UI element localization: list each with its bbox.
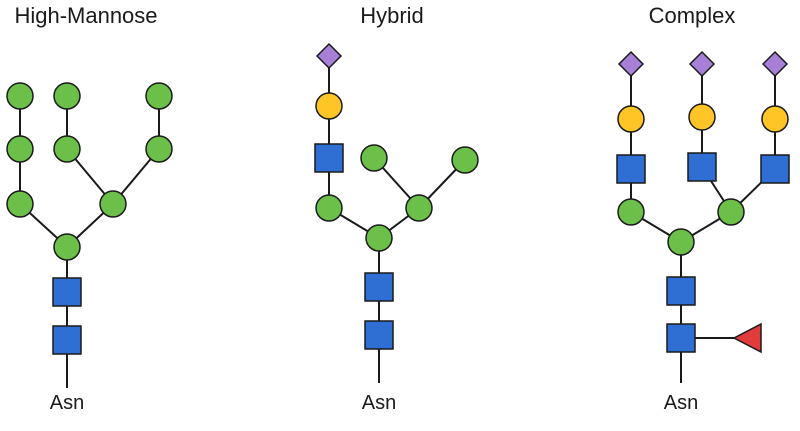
mannose-circle [365, 224, 393, 252]
glcnac-square [760, 154, 790, 184]
sialic-acid-diamond [315, 42, 343, 70]
galactose-circle [761, 105, 789, 133]
glcnac-square [616, 154, 646, 184]
mannose-circle [451, 146, 479, 174]
glcnac-square [666, 323, 696, 353]
glycan-high-mannose: High-Mannose Asn [6, 3, 173, 414]
residues [314, 42, 479, 350]
glcnac-square [52, 325, 82, 355]
bonds [328, 56, 466, 383]
mannose-circle [53, 233, 81, 261]
glycan-title: Complex [649, 3, 736, 28]
sialic-acid-diamond [761, 50, 789, 78]
galactose-circle [315, 92, 343, 120]
bonds [19, 96, 160, 388]
glcnac-square [666, 276, 696, 306]
mannose-circle [6, 82, 34, 110]
mannose-circle [145, 135, 173, 163]
glcnac-square [314, 143, 344, 173]
mannose-circle [53, 135, 81, 163]
mannose-circle [315, 194, 343, 222]
mannose-circle [667, 228, 695, 256]
mannose-circle [360, 144, 388, 172]
asn-label: Asn [664, 392, 698, 414]
asn-label: Asn [50, 392, 84, 414]
glcnac-square [687, 152, 717, 182]
fucose-triangle [732, 322, 762, 354]
mannose-circle [53, 82, 81, 110]
galactose-circle [617, 105, 645, 133]
glcnac-square [364, 320, 394, 350]
mannose-circle [145, 82, 173, 110]
mannose-circle [717, 198, 745, 226]
asn-label: Asn [362, 392, 396, 414]
glcnac-square [52, 277, 82, 307]
mannose-circle [405, 194, 433, 222]
glycan-title: Hybrid [360, 3, 424, 28]
sialic-acid-diamond [617, 50, 645, 78]
residues [6, 82, 173, 355]
residues [616, 50, 790, 354]
glycan-complex: Complex Asn [616, 3, 790, 414]
mannose-circle [6, 135, 34, 163]
glcnac-square [364, 272, 394, 302]
mannose-circle [99, 190, 127, 218]
galactose-circle [688, 103, 716, 131]
glycan-title: High-Mannose [14, 3, 157, 28]
sialic-acid-diamond [688, 50, 716, 78]
mannose-circle [6, 190, 34, 218]
mannose-circle [617, 198, 645, 226]
glycan-hybrid: Hybrid Asn [314, 3, 479, 414]
